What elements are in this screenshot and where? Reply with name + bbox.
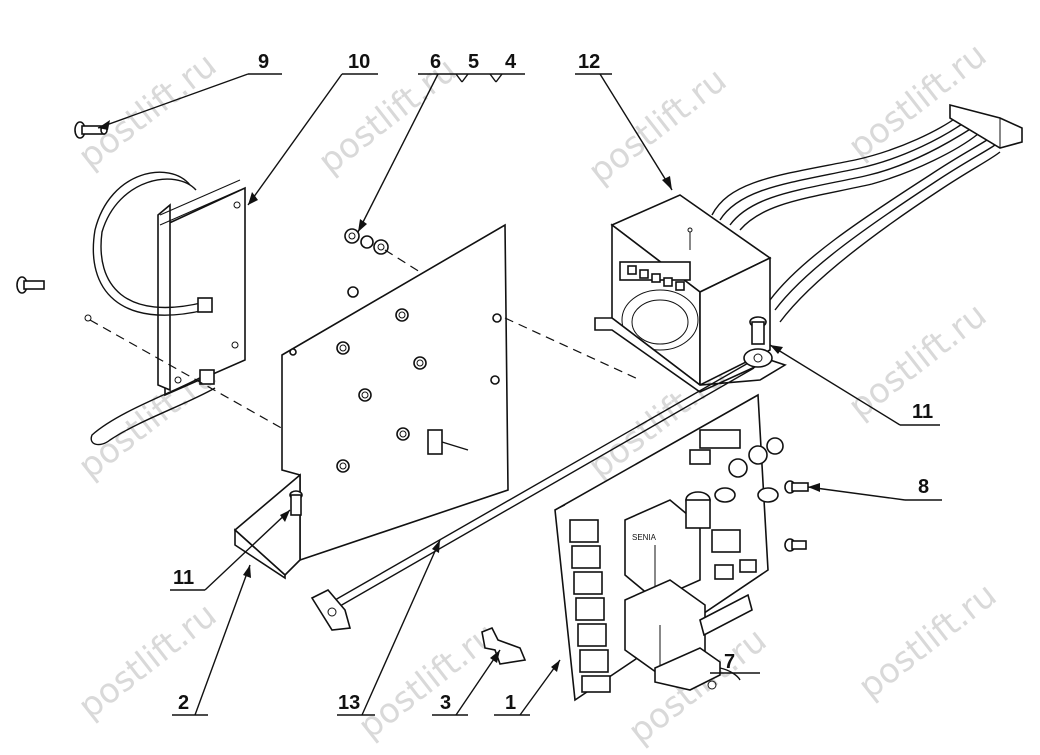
callout-labels: 9 10 6 5 4 12 11 8 7 11 2 13 3 1 xyxy=(173,51,933,714)
watermark: postlift.ru xyxy=(851,575,1004,707)
wire-bundle xyxy=(711,114,1001,323)
capacitor-board-part-10 xyxy=(90,171,246,446)
watermark: postlift.ru xyxy=(71,45,224,177)
callout-7: 7 xyxy=(724,651,735,673)
callout-1: 1 xyxy=(505,692,516,714)
pin-header xyxy=(699,593,753,637)
relay-upper: SENIA xyxy=(624,499,701,601)
callout-6: 6 xyxy=(430,51,441,73)
callout-8: 8 xyxy=(918,476,929,498)
capacitors xyxy=(685,437,784,529)
callout-10: 10 xyxy=(348,51,370,73)
nut-washer-parts-4-5-6 xyxy=(344,228,389,255)
callout-11-right: 11 xyxy=(912,401,933,423)
watermark: postlift.ru xyxy=(71,595,224,727)
small-ic xyxy=(711,529,757,580)
control-board-part-1: SENIA xyxy=(554,393,784,702)
screw-part-11-upper xyxy=(749,316,767,345)
callout-11-left: 11 xyxy=(173,567,194,589)
callout-13: 13 xyxy=(338,692,360,714)
callout-3: 3 xyxy=(440,692,451,714)
watermark: postlift.ru xyxy=(841,35,994,167)
screw-part-11-lower xyxy=(289,490,303,516)
callout-12: 12 xyxy=(578,51,600,73)
screw-part-8 xyxy=(784,480,809,552)
callout-2: 2 xyxy=(178,692,189,714)
screw-left xyxy=(16,276,45,294)
callout-5: 5 xyxy=(468,51,479,73)
callout-4: 4 xyxy=(505,51,517,73)
clip-part-3 xyxy=(481,626,527,665)
terminal-block xyxy=(569,519,611,693)
wire-connector xyxy=(949,103,1023,149)
watermark: postlift.ru xyxy=(311,50,464,182)
connector-part-7 xyxy=(654,647,741,691)
mounting-plate-part-2 xyxy=(233,223,509,580)
ground-wire-part-13 xyxy=(310,348,773,631)
relay-brand-label: SENIA xyxy=(632,533,657,542)
standoffs xyxy=(336,286,427,473)
watermark: postlift.ru xyxy=(351,615,504,747)
leader-lines xyxy=(97,73,942,716)
transformer-part-12 xyxy=(594,103,1023,393)
board-connector xyxy=(689,429,741,465)
callout-9: 9 xyxy=(258,51,269,73)
watermarks: postlift.ru postlift.ru postlift.ru post… xyxy=(71,35,1004,752)
